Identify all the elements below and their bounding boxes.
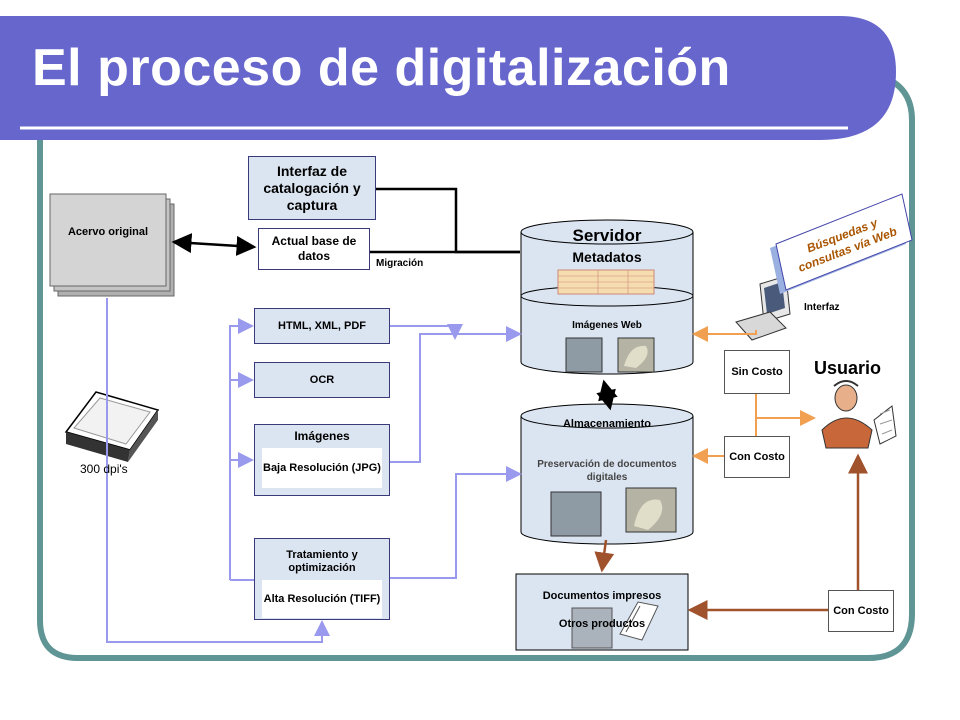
catalog-box: Interfaz de catalogación y captura (248, 156, 376, 220)
con-costo-label-2: Con Costo (833, 604, 889, 617)
con-costo-box-1: Con Costo (724, 436, 790, 478)
web-image-1 (565, 337, 603, 373)
jpg-to-server-line (390, 326, 522, 463)
preservacion-label: Preservación de documentos digitales (537, 459, 677, 483)
preserved-image-1 (550, 491, 602, 537)
interfaz-label: Interfaz (804, 302, 840, 313)
html-to-server-line (390, 324, 463, 340)
sin-costo-label: Sin Costo (731, 365, 783, 378)
alta-label: Alta Resolución (TIFF) (263, 593, 381, 605)
alta-box: Alta Resolución (TIFF) (262, 580, 382, 618)
catalog-label: Interfaz de catalogación y captura (263, 162, 361, 213)
user-icon (821, 380, 897, 449)
acervo-to-tiff-line (106, 298, 330, 643)
ocr-box: OCR (254, 362, 390, 398)
sin-costo-box: Sin Costo (724, 350, 790, 394)
documentos-label: Documentos impresos (542, 590, 662, 602)
to-user-arrow (755, 394, 816, 426)
usuario-label: Usuario (814, 358, 882, 378)
imagenes-web-label: Imágenes Web (572, 320, 642, 331)
baja-label: Baja Resolución (JPG) (263, 462, 381, 474)
metadatos-label: Metadatos (572, 249, 642, 265)
con-costo-label-1: Con Costo (729, 450, 785, 463)
html-box: HTML, XML, PDF (254, 308, 390, 344)
actual-db-box: Actual base de datos (258, 228, 370, 270)
document-stack-icon (571, 607, 613, 649)
ocr-label: OCR (309, 374, 335, 386)
scanner-icon (64, 391, 160, 462)
baja-box: Baja Resolución (JPG) (262, 448, 382, 488)
acervo-db-arrow (171, 233, 257, 256)
slide-frame (37, 77, 915, 661)
con-costo-box-2: Con Costo (828, 590, 894, 632)
actual-db-label: Actual base de datos (271, 234, 357, 263)
dpi-label: 300 dpi's (80, 462, 128, 476)
imagenes-label: Imágenes (294, 429, 350, 443)
catalog-to-server-line (376, 187, 520, 254)
book-icon (619, 601, 659, 641)
tratamiento-label: Tratamiento y optimización (286, 549, 358, 574)
html-label: HTML, XML, PDF (278, 320, 366, 332)
servidor-label: Servidor (572, 226, 642, 245)
server-storage-arrow (596, 379, 618, 411)
metadata-table-icon (557, 269, 655, 295)
tiff-to-storage-line (390, 466, 522, 579)
title-banner (0, 16, 896, 140)
acervo-label: Acervo original (67, 226, 149, 238)
page-title: El proceso de digitalización (32, 39, 731, 97)
busquedas-banner (770, 193, 913, 294)
acervo-box (49, 193, 167, 287)
otros-label: Otros productos (558, 618, 646, 630)
storage-to-docs-arrow (594, 539, 615, 573)
almacenamiento-label: Almacenamiento (562, 418, 652, 430)
interfaz-to-server-arrow (692, 326, 757, 342)
migracion-label: Migración (376, 258, 424, 269)
to-html-line (229, 318, 254, 580)
